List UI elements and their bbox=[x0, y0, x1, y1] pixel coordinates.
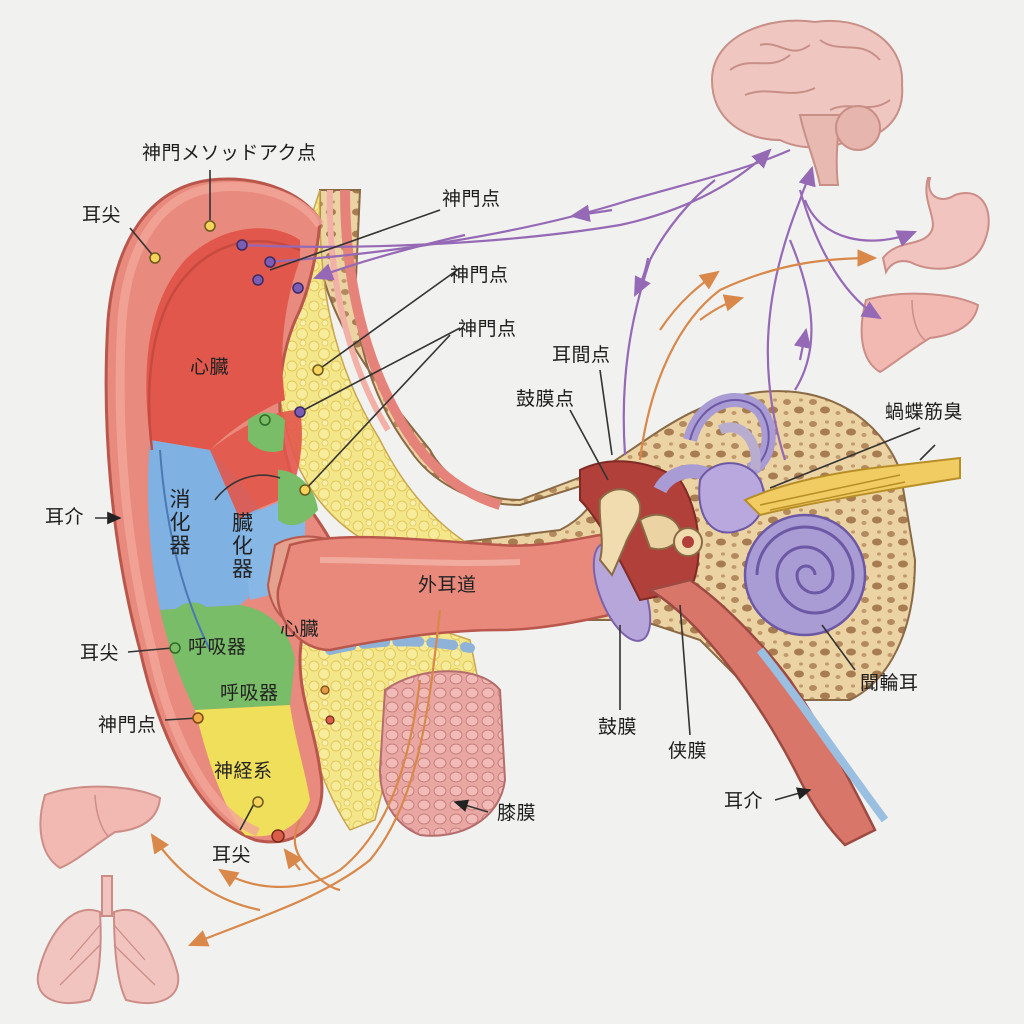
label-komaku-ten: 鼓膜点 bbox=[516, 388, 575, 410]
label-shinmon-method: 神門メソッドアク点 bbox=[142, 142, 317, 164]
label-jikan: 耳間点 bbox=[552, 344, 611, 366]
label-jikai-left: 耳介 bbox=[45, 506, 85, 528]
label-zoukaki: 臓化器 bbox=[232, 511, 254, 582]
label-kokyuki-1: 呼吸器 bbox=[188, 636, 247, 658]
label-heart-lower: 心臓 bbox=[280, 618, 320, 640]
label-nenmaku: 膝膜 bbox=[497, 802, 537, 824]
label-shinmon-3: 神門点 bbox=[458, 318, 517, 340]
label-rinji: 聞輪耳 bbox=[860, 672, 919, 694]
label-jikai-right: 耳介 bbox=[724, 790, 764, 812]
label-ketsumaku: 侠膜 bbox=[668, 740, 708, 762]
inner-ear bbox=[653, 393, 867, 637]
label-shinkei: 神経系 bbox=[214, 760, 273, 782]
glandular-tissue bbox=[378, 670, 507, 837]
auditory-nerve bbox=[743, 456, 961, 517]
ossicles bbox=[598, 488, 703, 577]
label-jisen-bottom: 耳尖 bbox=[212, 844, 252, 866]
label-heart-upper: 心臓 bbox=[190, 356, 230, 378]
organ-pathways bbox=[150, 249, 878, 947]
eustachian-tube bbox=[646, 578, 877, 847]
label-jisen-top: 耳尖 bbox=[82, 204, 122, 226]
label-kokyuki-2: 呼吸器 bbox=[220, 682, 279, 704]
label-shinmon-low: 神門点 bbox=[98, 714, 157, 736]
liver-icon bbox=[39, 785, 162, 870]
label-komaku: 鼓膜 bbox=[598, 716, 638, 738]
label-gaijidou: 外耳道 bbox=[418, 574, 477, 596]
label-shoukaki: 消化器 bbox=[167, 488, 191, 557]
liver-icon bbox=[860, 292, 980, 374]
leader-lines bbox=[95, 170, 936, 831]
label-right-nerve: 蝸蝶筋臭 bbox=[885, 401, 964, 423]
lungs-icon bbox=[36, 875, 180, 1004]
label-shinmon-1: 神門点 bbox=[442, 188, 501, 210]
stomach-icon bbox=[881, 177, 990, 275]
acupoints bbox=[149, 220, 335, 843]
label-shinmon-2: 神門点 bbox=[450, 264, 509, 286]
label-jisen-mid: 耳尖 bbox=[80, 642, 120, 664]
brain-icon bbox=[710, 19, 904, 186]
